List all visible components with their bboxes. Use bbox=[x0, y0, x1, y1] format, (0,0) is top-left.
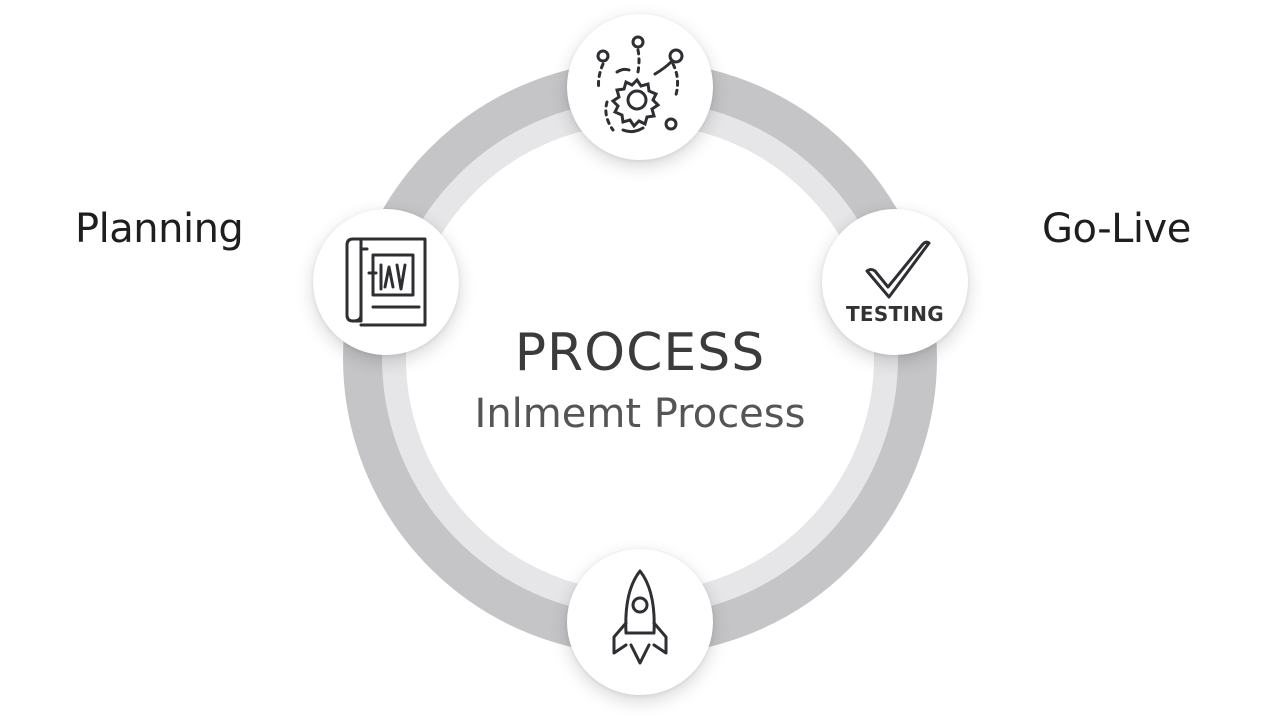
rocket-icon bbox=[612, 569, 668, 665]
blueprint-chart-icon bbox=[345, 237, 427, 327]
testing-label: TESTING bbox=[845, 302, 945, 326]
node-launch bbox=[567, 549, 713, 695]
node-testing: TESTING bbox=[822, 209, 968, 355]
gear-network-icon bbox=[596, 35, 684, 134]
go-live-label: Go-Live bbox=[1042, 206, 1191, 252]
planning-label: Planning bbox=[75, 206, 244, 252]
center-subtitle: Inlmemt Process bbox=[474, 391, 806, 437]
node-development bbox=[567, 14, 713, 160]
checkmark-icon bbox=[865, 240, 931, 299]
center-title: PROCESS bbox=[514, 323, 766, 383]
node-planning bbox=[313, 209, 459, 355]
